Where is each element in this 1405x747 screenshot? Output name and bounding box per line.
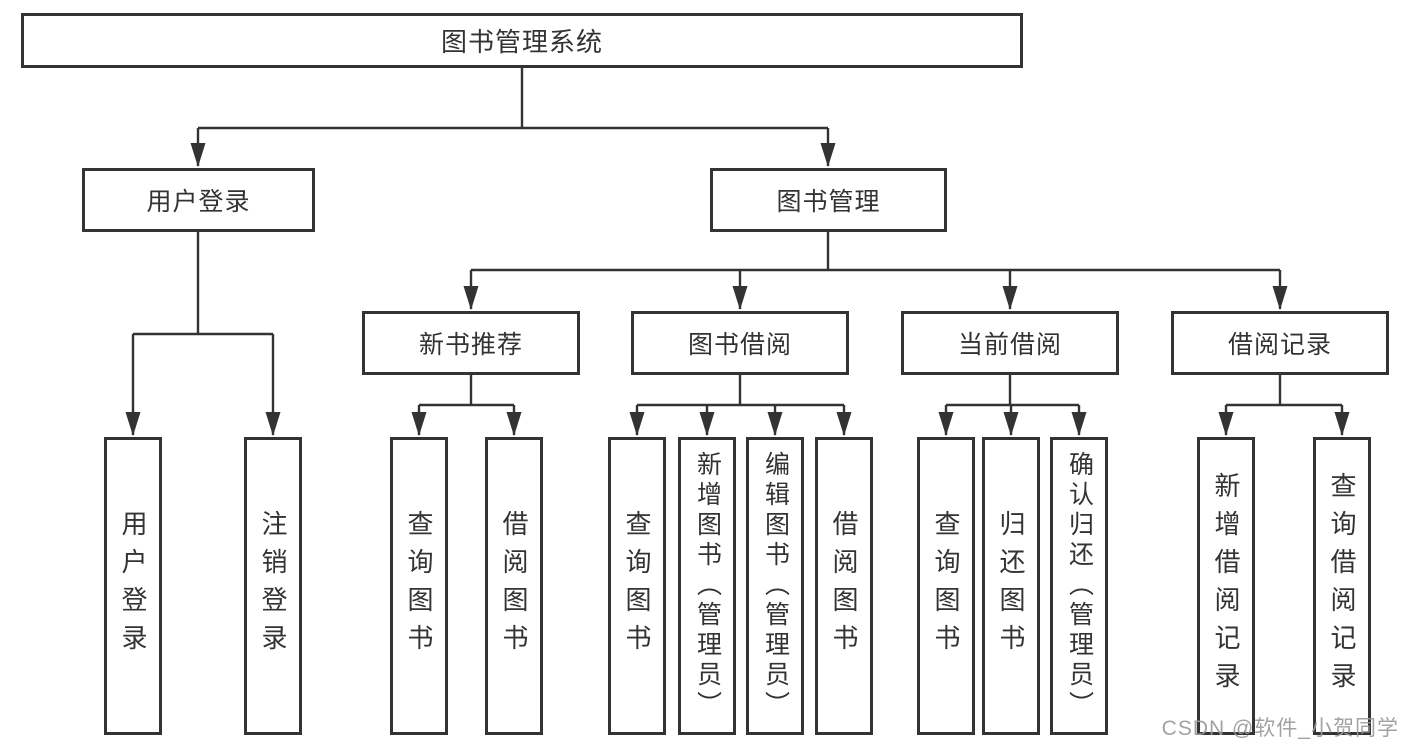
leaf-add-book-admin-label: 新增图书（管理员） (693, 451, 722, 721)
leaf-query-books-borrow-label: 查询图书 (622, 510, 652, 662)
node-borrow-records: 借阅记录 (1171, 311, 1389, 375)
leaf-borrow-books-recommend-label: 借阅图书 (499, 510, 529, 662)
leaf-query-books-recommend-label: 查询图书 (404, 510, 434, 662)
node-root: 图书管理系统 (21, 13, 1023, 68)
leaf-borrow-books-label: 借阅图书 (829, 510, 859, 662)
node-book-borrow-label: 图书借阅 (687, 331, 792, 359)
leaf-query-books-current: 查询图书 (917, 437, 975, 735)
leaf-edit-book-admin-label: 编辑图书（管理员） (761, 451, 790, 721)
leaf-return-book: 归还图书 (982, 437, 1040, 735)
node-user-login-label: 用户登录 (146, 188, 251, 216)
leaf-query-books-current-label: 查询图书 (931, 510, 961, 662)
leaf-borrow-books: 借阅图书 (815, 437, 873, 735)
node-new-book-recommend: 新书推荐 (362, 311, 580, 375)
node-new-book-recommend-label: 新书推荐 (418, 331, 523, 359)
leaf-add-borrow-record: 新增借阅记录 (1197, 437, 1255, 735)
leaf-query-borrow-record-label: 查询借阅记录 (1327, 472, 1357, 700)
leaf-logout: 注销登录 (244, 437, 302, 735)
node-book-management: 图书管理 (710, 168, 947, 232)
leaf-confirm-return-admin-label: 确认归还（管理员） (1065, 451, 1094, 721)
leaf-add-borrow-record-label: 新增借阅记录 (1211, 472, 1241, 700)
node-user-login: 用户登录 (82, 168, 315, 232)
leaf-edit-book-admin: 编辑图书（管理员） (746, 437, 804, 735)
node-book-borrow: 图书借阅 (631, 311, 849, 375)
node-borrow-records-label: 借阅记录 (1227, 331, 1332, 359)
leaf-confirm-return-admin: 确认归还（管理员） (1050, 437, 1108, 735)
leaf-query-books-recommend: 查询图书 (390, 437, 448, 735)
node-current-borrow-label: 当前借阅 (957, 331, 1062, 359)
leaf-user-login-label: 用户登录 (118, 510, 148, 662)
leaf-query-books-borrow: 查询图书 (608, 437, 666, 735)
leaf-query-borrow-record: 查询借阅记录 (1313, 437, 1371, 735)
csdn-watermark: CSDN @软件_小贺同学 (1161, 717, 1399, 740)
leaf-user-login: 用户登录 (104, 437, 162, 735)
node-book-management-label: 图书管理 (776, 188, 881, 216)
node-current-borrow: 当前借阅 (901, 311, 1119, 375)
leaf-add-book-admin: 新增图书（管理员） (678, 437, 736, 735)
leaf-return-book-label: 归还图书 (996, 510, 1026, 662)
leaf-borrow-books-recommend: 借阅图书 (485, 437, 543, 735)
node-root-label: 图书管理系统 (440, 27, 603, 57)
leaf-logout-label: 注销登录 (258, 510, 288, 662)
